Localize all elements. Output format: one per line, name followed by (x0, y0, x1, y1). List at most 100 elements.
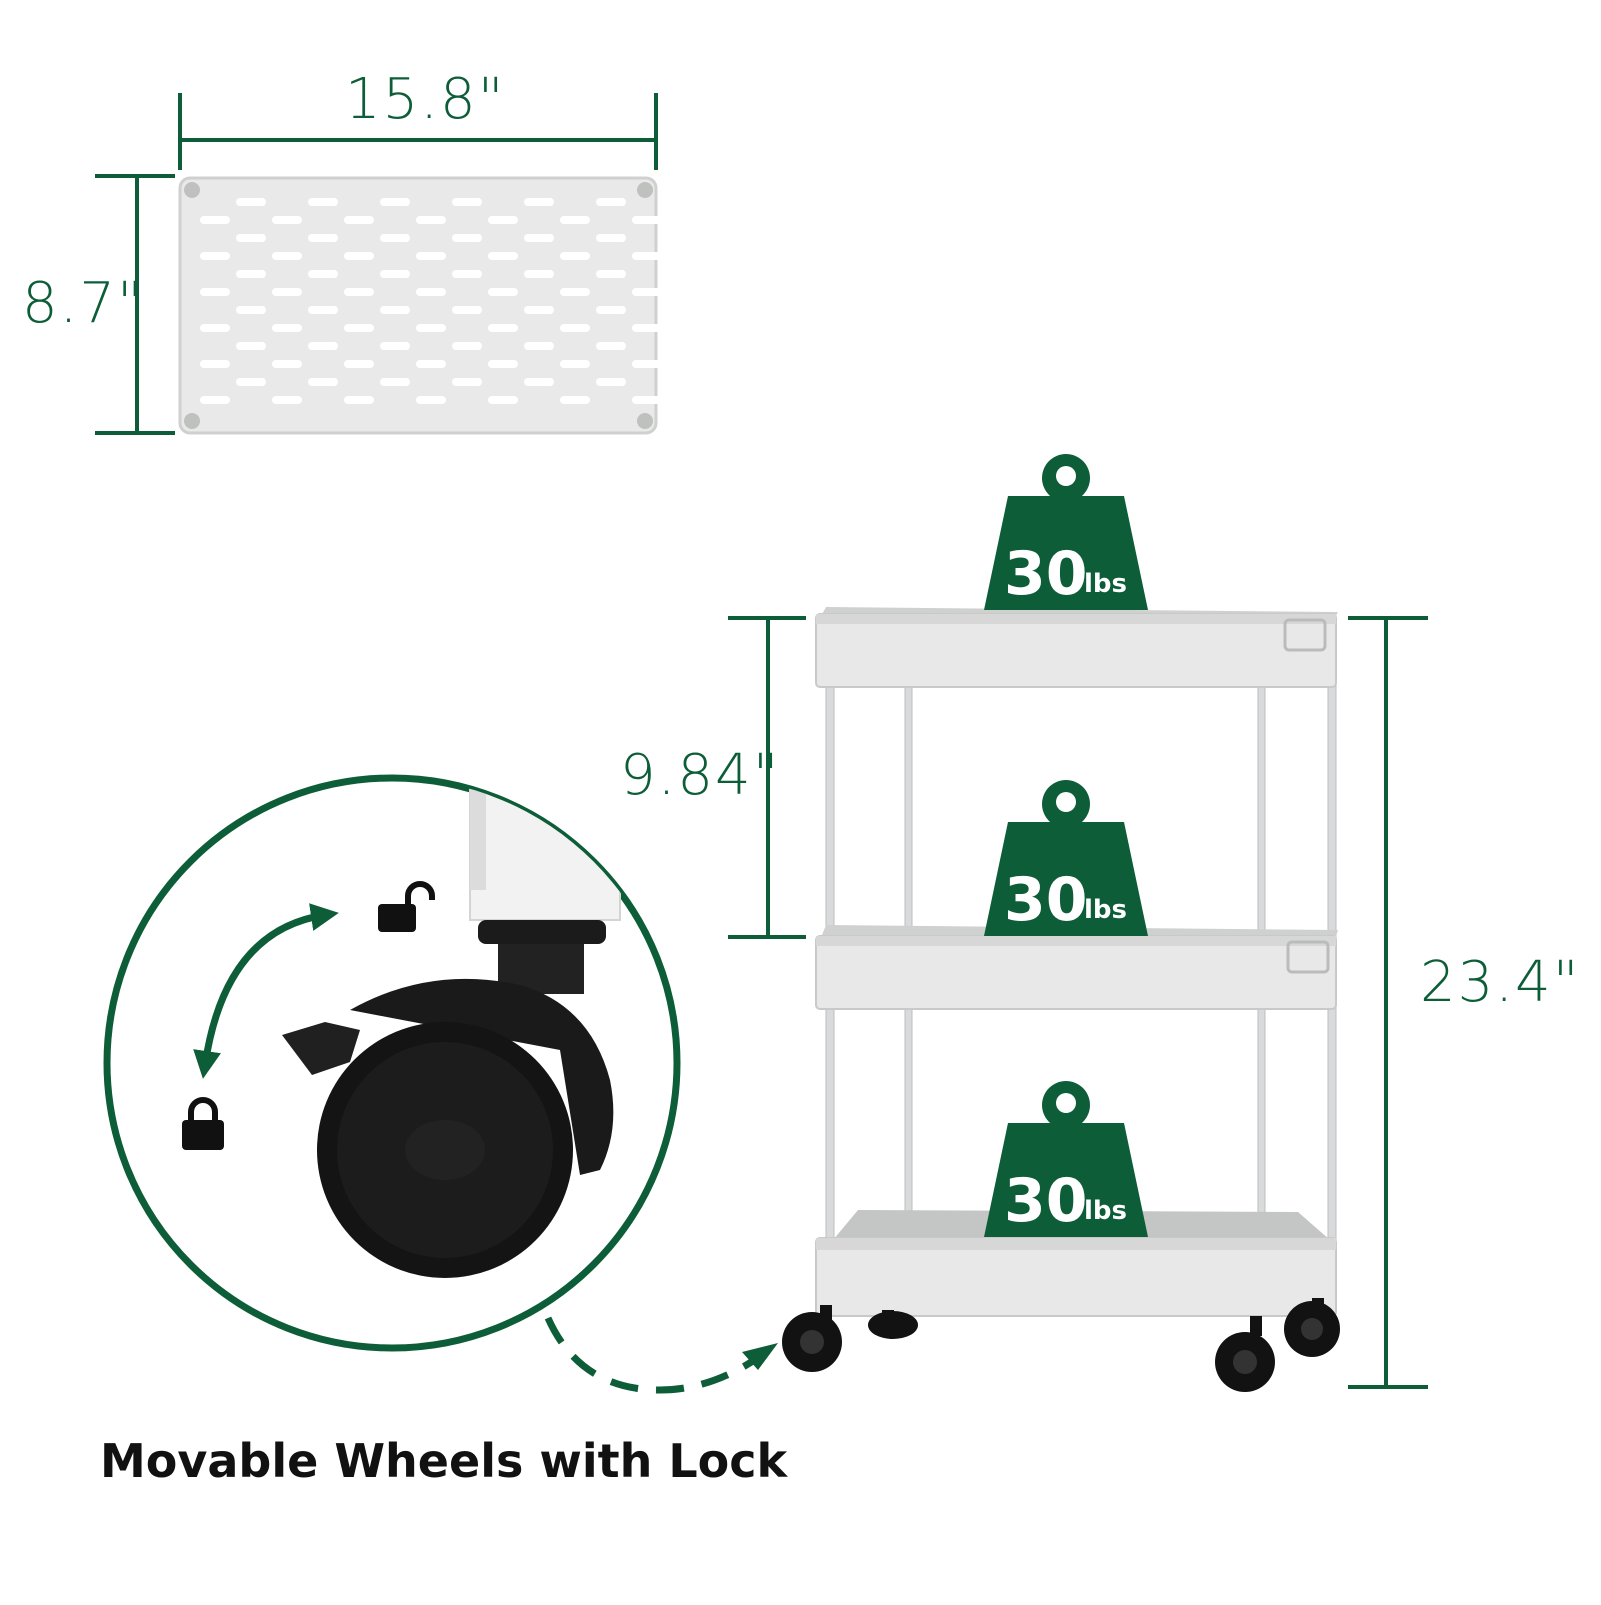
vent-slot (344, 288, 374, 296)
vent-slot (308, 306, 338, 314)
vent-slot (488, 288, 518, 296)
vent-slot (200, 324, 230, 332)
vent-slot (488, 324, 518, 332)
vent-slot (236, 198, 266, 206)
vent-slot (272, 216, 302, 224)
vent-slot (632, 324, 662, 332)
vent-slot (560, 360, 590, 368)
vent-slot (380, 342, 410, 350)
height-label: 23.4" (1420, 950, 1581, 1015)
connector-arrowhead (742, 1343, 778, 1370)
rotation-arrow (193, 903, 339, 1079)
shelf-vent-slots (200, 198, 662, 404)
vent-slot (308, 234, 338, 242)
vent-slot (596, 342, 626, 350)
vent-slot (416, 324, 446, 332)
vent-slot (308, 198, 338, 206)
shelf-gap-label: 9.84" (620, 743, 781, 808)
weight-unit: lbs (1084, 569, 1127, 599)
vent-slot (416, 252, 446, 260)
vent-slot (236, 378, 266, 386)
vent-slot (308, 378, 338, 386)
weight-unit: lbs (1084, 895, 1127, 925)
vent-slot (632, 252, 662, 260)
unlock-icon (378, 881, 435, 932)
cart-top-shelf (815, 607, 1338, 688)
vent-slot (524, 306, 554, 314)
vent-slot (524, 270, 554, 278)
vent-slot (488, 360, 518, 368)
vent-slot (236, 306, 266, 314)
vent-slot (596, 306, 626, 314)
vent-slot (596, 378, 626, 386)
vent-slot (380, 306, 410, 314)
vent-slot (344, 360, 374, 368)
vent-slot (416, 396, 446, 404)
vent-slot (236, 270, 266, 278)
vent-slot (560, 324, 590, 332)
vent-slot (344, 216, 374, 224)
vent-slot (200, 252, 230, 260)
vent-slot (344, 324, 374, 332)
vent-slot (524, 342, 554, 350)
vent-slot (632, 216, 662, 224)
vent-slot (344, 252, 374, 260)
vent-slot (272, 288, 302, 296)
vent-slot (380, 378, 410, 386)
width-dimension-line (178, 93, 658, 170)
vent-slot (200, 216, 230, 224)
vent-slot (596, 270, 626, 278)
depth-label: 8.7" (22, 271, 145, 336)
depth-dimension-line (95, 174, 175, 435)
shelf-top-view (178, 176, 662, 435)
vent-slot (308, 270, 338, 278)
vent-slot (596, 198, 626, 206)
vent-slot (200, 360, 230, 368)
vent-slot (236, 342, 266, 350)
vent-slot (272, 396, 302, 404)
vent-slot (344, 396, 374, 404)
vent-slot (272, 324, 302, 332)
vent-slot (632, 396, 662, 404)
shelf-gap-dimension-line (728, 616, 806, 939)
vent-slot (272, 252, 302, 260)
vent-slot (560, 396, 590, 404)
vent-slot (452, 306, 482, 314)
vent-slot (560, 216, 590, 224)
vent-slot (272, 360, 302, 368)
vent-slot (380, 270, 410, 278)
vent-slot (632, 360, 662, 368)
vent-slot (416, 360, 446, 368)
vent-slot (308, 342, 338, 350)
vent-slot (524, 198, 554, 206)
weight-value: 30 (1004, 865, 1088, 935)
cart-middle-shelf (815, 925, 1338, 1010)
cart-bottom-shelf (815, 1210, 1337, 1317)
vent-slot (488, 252, 518, 260)
vent-slot (452, 234, 482, 242)
vent-slot (452, 198, 482, 206)
vent-slot (380, 234, 410, 242)
vent-slot (452, 342, 482, 350)
weight-value: 30 (1004, 539, 1088, 609)
vent-slot (560, 288, 590, 296)
vent-slot (560, 252, 590, 260)
vent-slot (236, 234, 266, 242)
vent-slot (524, 378, 554, 386)
vent-slot (488, 216, 518, 224)
weight-value: 30 (1004, 1166, 1088, 1236)
caption: Movable Wheels with Lock (100, 1434, 788, 1488)
wheel-detail (103, 774, 681, 1352)
vent-slot (416, 216, 446, 224)
vent-slot (380, 198, 410, 206)
cart-wheels (782, 1298, 1340, 1392)
vent-slot (452, 270, 482, 278)
connector-arrow (544, 1316, 781, 1394)
height-dimension-line (1348, 616, 1428, 1389)
vent-slot (632, 288, 662, 296)
